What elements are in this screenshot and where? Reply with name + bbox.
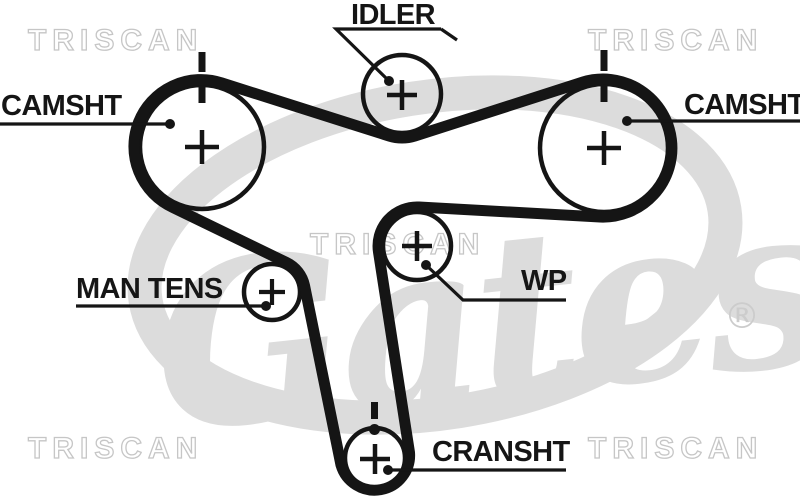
leader-line-water-pump (424, 263, 566, 302)
timing-dot-crankshaft (369, 424, 380, 435)
leader-dot-crankshaft (383, 465, 393, 475)
watermark-triscan-bottom-right: TRISCAN (587, 432, 764, 465)
center-cross-water-pump (402, 231, 432, 261)
label-manual-tensioner: MAN TENS (76, 273, 223, 305)
leader-dot-idler (384, 76, 394, 86)
leader-dot-water-pump (421, 260, 431, 270)
watermark-triscan-bottom-left: TRISCAN (27, 432, 204, 465)
pulley-circle-manual-tensioner (241, 261, 303, 323)
registered-mark-icon: ® (724, 296, 760, 337)
watermark-triscan-top-left: TRISCAN (27, 24, 204, 57)
center-cross-camshaft-right (587, 131, 621, 165)
leader-line-idler (332, 27, 458, 83)
watermark-triscan-top-right: TRISCAN (587, 24, 764, 57)
label-crankshaft: CRANSHT (432, 436, 570, 468)
leader-dot-manual-tensioner (261, 301, 271, 311)
leader-dot-camshaft-left (165, 119, 175, 129)
center-cross-camshaft-left (185, 130, 219, 164)
leader-dot-camshaft-right (622, 116, 632, 126)
gates-swoosh-ellipse (127, 75, 743, 435)
center-cross-manual-tensioner (259, 279, 285, 305)
center-cross-crankshaft (360, 444, 390, 474)
label-camshaft-right: CAMSHT (684, 89, 800, 121)
label-water-pump: WP (521, 265, 567, 297)
label-camshaft-left: CAMSHT (1, 90, 122, 122)
timing-belt (128, 73, 678, 496)
center-cross-idler (387, 80, 417, 110)
label-idler: IDLER (351, 0, 436, 31)
